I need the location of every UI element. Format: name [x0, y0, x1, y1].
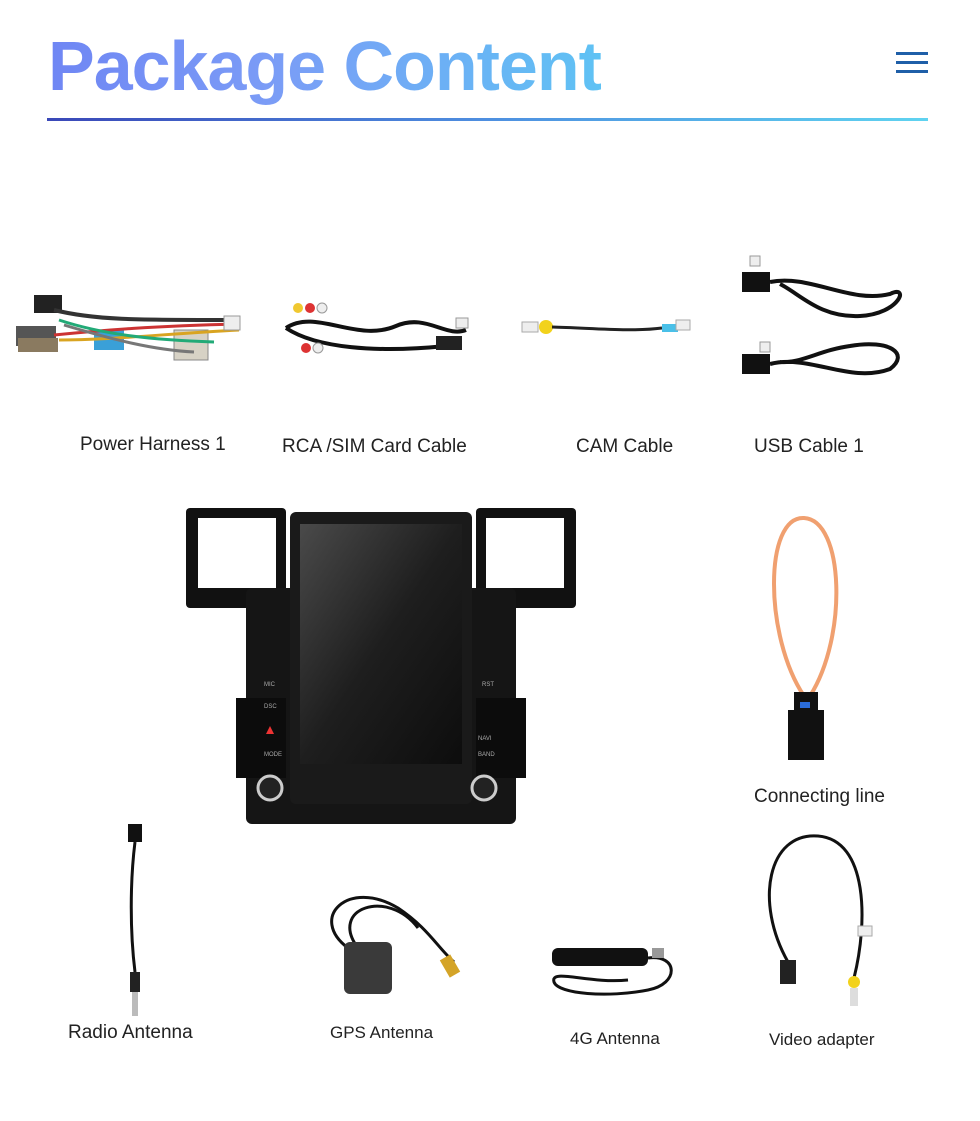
- rca-sim-cable-image: [284, 302, 469, 354]
- 4g-antenna-label: 4G Antenna: [570, 1029, 660, 1048]
- svg-text:MODE: MODE: [264, 752, 282, 758]
- radio-antenna-image: [128, 824, 142, 1016]
- gps-antenna-label: GPS Antenna: [330, 1023, 434, 1042]
- svg-text:NAVI: NAVI: [478, 736, 492, 742]
- rca-sim-cable-label: RCA /SIM Card Cable: [282, 436, 467, 457]
- title-divider: [47, 118, 928, 121]
- svg-text:DSC: DSC: [264, 704, 277, 710]
- svg-text:BAND: BAND: [478, 752, 495, 758]
- usb-cable-label: USB Cable 1: [754, 436, 864, 457]
- cam-cable-image: [521, 319, 691, 334]
- radio-antenna-label: Radio Antenna: [68, 1022, 193, 1043]
- 4g-antenna-image: [552, 948, 673, 996]
- connecting-line-image: [772, 515, 839, 760]
- page-title: Package Content: [48, 27, 602, 105]
- power-harness-image: [16, 295, 241, 361]
- connecting-line-label: Connecting line: [754, 786, 885, 807]
- hamburger-menu-icon[interactable]: [896, 52, 928, 76]
- svg-text:MIC: MIC: [264, 682, 276, 688]
- video-adapter-label: Video adapter: [769, 1030, 875, 1049]
- svg-text:RST: RST: [482, 682, 494, 688]
- gps-antenna-image: [330, 895, 461, 994]
- power-harness-label: Power Harness 1: [80, 434, 226, 455]
- head-unit-image: MIC DSC MODE RST NAVI BAND: [186, 508, 576, 824]
- cam-cable-label: CAM Cable: [576, 436, 674, 457]
- video-adapter-image: [767, 834, 873, 1006]
- usb-cable-image: [742, 255, 902, 376]
